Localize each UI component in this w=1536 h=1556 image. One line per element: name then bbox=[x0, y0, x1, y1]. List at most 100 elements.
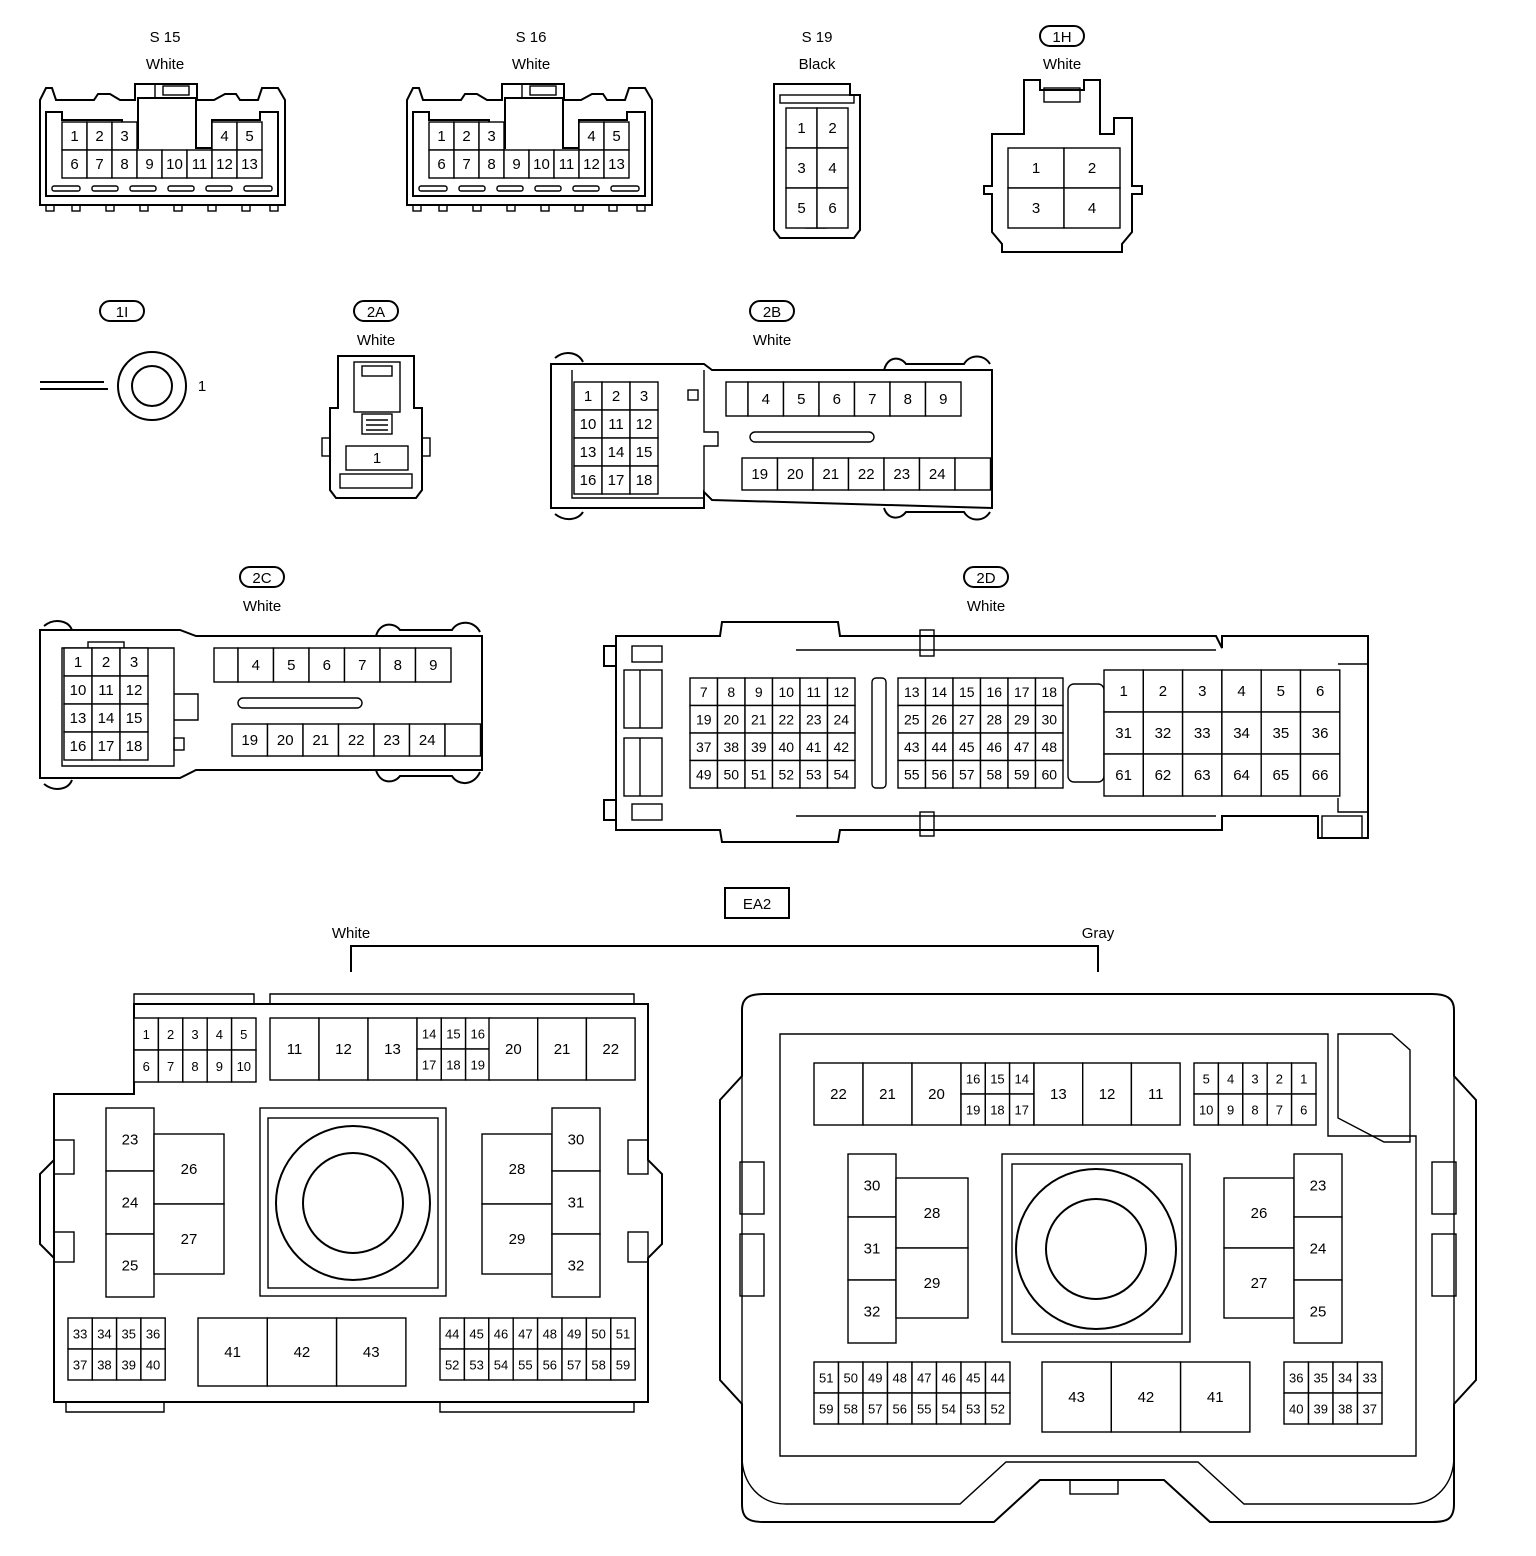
pin-number: 1 bbox=[1032, 160, 1040, 177]
pin-number: 5 bbox=[797, 391, 805, 408]
pin-number: 39 bbox=[751, 739, 767, 755]
pin-cavity bbox=[1034, 704, 1064, 734]
pin-cavity bbox=[488, 1017, 539, 1081]
pin-cavity bbox=[897, 759, 927, 789]
pin-number: 3 bbox=[1198, 683, 1206, 700]
pin-number: 38 bbox=[1338, 1402, 1352, 1417]
pin-number: 18 bbox=[636, 472, 653, 489]
pin-number: 9 bbox=[145, 156, 153, 173]
pin-number: 2 bbox=[828, 120, 836, 137]
pin-number: 33 bbox=[1363, 1371, 1377, 1386]
pin-number: 19 bbox=[696, 711, 712, 727]
pin-number: 59 bbox=[819, 1402, 833, 1417]
pin-number: 6 bbox=[323, 657, 331, 674]
pin-number: 45 bbox=[469, 1327, 483, 1342]
pin-cavity bbox=[1034, 759, 1064, 789]
pin-number: 6 bbox=[1316, 683, 1324, 700]
pin-cavity bbox=[1260, 753, 1302, 797]
pin-number: 4 bbox=[587, 128, 595, 145]
pin-number: 14 bbox=[1015, 1072, 1029, 1087]
pin-cavity bbox=[1356, 1392, 1383, 1425]
pin-number: 44 bbox=[991, 1371, 1005, 1386]
pin-cavity bbox=[601, 465, 631, 495]
pin-number: 23 bbox=[122, 1132, 139, 1149]
pin-number: 54 bbox=[942, 1402, 956, 1417]
pin-cavity bbox=[91, 675, 121, 705]
pin-number: 13 bbox=[241, 156, 258, 173]
pin-cavity bbox=[1217, 1093, 1244, 1126]
pin-number: 24 bbox=[122, 1195, 139, 1212]
pin-number: 49 bbox=[696, 766, 712, 782]
pin-number: 5 bbox=[1203, 1072, 1210, 1087]
pin-number: 60 bbox=[1041, 766, 1057, 782]
pin-number: 32 bbox=[568, 1258, 585, 1275]
pin-cavity bbox=[1063, 147, 1121, 189]
pin-cavity bbox=[63, 731, 93, 761]
pin-cavity bbox=[741, 457, 779, 491]
pin-number: 1 bbox=[143, 1027, 150, 1042]
pin-cavity bbox=[553, 149, 580, 179]
pin-number: 55 bbox=[917, 1402, 931, 1417]
pin-cavity bbox=[960, 1093, 986, 1126]
pin-cavity bbox=[1242, 1062, 1268, 1095]
connector-code: EA2 bbox=[743, 896, 771, 913]
pin-cavity bbox=[91, 1348, 118, 1381]
pin-number: 41 bbox=[224, 1344, 241, 1361]
pin-number: 53 bbox=[966, 1402, 980, 1417]
pin-number: 17 bbox=[422, 1058, 436, 1073]
pin-number: 1 bbox=[74, 654, 82, 671]
connector-code: S 19 bbox=[802, 29, 833, 46]
pin-number: 66 bbox=[1312, 767, 1329, 784]
pin-number: 39 bbox=[122, 1358, 136, 1373]
pin-number: 22 bbox=[830, 1086, 847, 1103]
pin-cavity bbox=[954, 457, 992, 491]
pin-cavity bbox=[1307, 1392, 1334, 1425]
pin-cavity bbox=[897, 732, 927, 762]
pin-number: 50 bbox=[844, 1371, 858, 1386]
pin-number: 55 bbox=[904, 766, 920, 782]
pin-number: 4 bbox=[1088, 200, 1096, 217]
pin-number: 10 bbox=[1199, 1103, 1213, 1118]
pin-cavity bbox=[444, 723, 482, 757]
pin-cavity bbox=[1034, 677, 1064, 707]
pin-number: 7 bbox=[1276, 1103, 1283, 1118]
pin-number: 56 bbox=[893, 1402, 907, 1417]
pin-number: 53 bbox=[469, 1358, 483, 1373]
pin-number: 6 bbox=[833, 391, 841, 408]
pin-cavity bbox=[960, 1062, 986, 1095]
pin-cavity bbox=[847, 1216, 897, 1281]
pin-cavity bbox=[115, 1317, 142, 1350]
pin-cavity bbox=[157, 1017, 184, 1051]
ea2-bracket bbox=[350, 945, 1099, 972]
pin-number: 10 bbox=[580, 416, 597, 433]
pin-number: 13 bbox=[384, 1041, 401, 1058]
pin-number: 39 bbox=[1314, 1402, 1328, 1417]
pin-number: 18 bbox=[126, 738, 143, 755]
pin-number: 5 bbox=[612, 128, 620, 145]
pin-number: 2 bbox=[462, 128, 470, 145]
pin-number: 31 bbox=[1115, 725, 1132, 742]
pin-cavity bbox=[133, 1017, 160, 1051]
connector-color: White bbox=[357, 332, 395, 349]
pin-cavity bbox=[744, 704, 774, 734]
pin-number: 12 bbox=[216, 156, 233, 173]
pin-number: 18 bbox=[990, 1103, 1004, 1118]
pin-number: 46 bbox=[942, 1371, 956, 1386]
pin-number: 29 bbox=[509, 1231, 526, 1248]
connector-color: Black bbox=[799, 56, 836, 73]
pin-number: 9 bbox=[755, 684, 763, 700]
pin-cavity bbox=[266, 723, 304, 757]
pin-cavity bbox=[924, 677, 954, 707]
connector-color: White bbox=[753, 332, 791, 349]
pin-cavity bbox=[416, 1048, 442, 1081]
pin-cavity bbox=[816, 147, 849, 189]
pin-number: 47 bbox=[1014, 739, 1030, 755]
pin-cavity bbox=[847, 1279, 897, 1344]
pin-number: 46 bbox=[986, 739, 1002, 755]
pin-number: 25 bbox=[904, 711, 920, 727]
pin-number: 14 bbox=[98, 710, 115, 727]
pin-number: 27 bbox=[181, 1231, 198, 1248]
pin-cavity bbox=[886, 1361, 913, 1394]
